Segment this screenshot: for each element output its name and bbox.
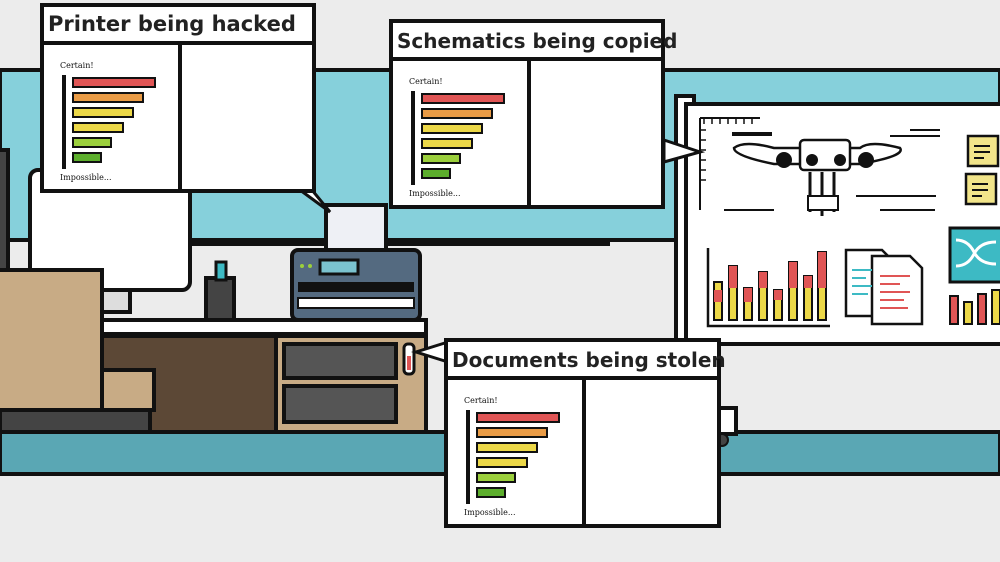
scale-top-label: Certain! (60, 61, 94, 70)
pen-holder-icon (204, 260, 236, 322)
likelihood-bar (421, 93, 505, 104)
callout-title[interactable]: Schematics being copied (393, 23, 677, 61)
callout-title[interactable]: Printer being hacked (44, 7, 312, 45)
sticky-note-icon (964, 134, 1000, 206)
likelihood-bar (476, 442, 538, 453)
likelihood-bar (421, 108, 493, 119)
likelihood-bar (72, 152, 102, 163)
desk (0, 268, 428, 434)
callout-divider (582, 380, 586, 524)
likelihood-bar (421, 168, 451, 179)
scale-top-label: Certain! (409, 77, 443, 86)
likelihood-bar (476, 427, 548, 438)
callout-schematics-copied: Schematics being copied Certain! Impossi… (389, 19, 677, 209)
callout-printer-hacked: Printer being hacked Certain! Impossible… (40, 3, 316, 193)
scale-bottom-label: Impossible... (60, 173, 112, 182)
likelihood-bar (476, 487, 506, 498)
pc-tower (0, 148, 10, 272)
likelihood-bar (72, 122, 124, 133)
printer-icon (290, 203, 422, 322)
likelihood-bar (421, 153, 461, 164)
likelihood-bar (476, 472, 516, 483)
callout-documents-stolen: Documents being stolen Certain! Impossib… (444, 338, 726, 528)
likelihood-bar (72, 77, 156, 88)
callout-divider (178, 45, 182, 189)
scale-axis (62, 75, 66, 169)
scale-top-label: Certain! (464, 396, 498, 405)
likelihood-bar (421, 138, 473, 149)
scale-bottom-label: Impossible... (409, 189, 461, 198)
bar-chart-icon (706, 248, 1000, 328)
usb-drive-icon (402, 342, 416, 376)
document-icon (844, 248, 924, 326)
callout-divider (527, 61, 531, 205)
scale-axis (466, 410, 470, 504)
likelihood-bar (72, 137, 112, 148)
likelihood-bar (476, 457, 528, 468)
schematic-board-icon (674, 94, 1000, 447)
likelihood-bar (421, 123, 483, 134)
likelihood-scale: Certain! Impossible... (405, 73, 525, 205)
likelihood-scale: Certain! Impossible... (460, 392, 580, 524)
likelihood-bar (72, 92, 144, 103)
likelihood-bar (72, 107, 134, 118)
likelihood-bar (476, 412, 560, 423)
monitor-icon (28, 168, 192, 314)
callout-title[interactable]: Documents being stolen (448, 342, 726, 380)
scale-bottom-label: Impossible... (464, 508, 516, 517)
likelihood-scale: Certain! Impossible... (56, 57, 176, 189)
scale-axis (411, 91, 415, 185)
